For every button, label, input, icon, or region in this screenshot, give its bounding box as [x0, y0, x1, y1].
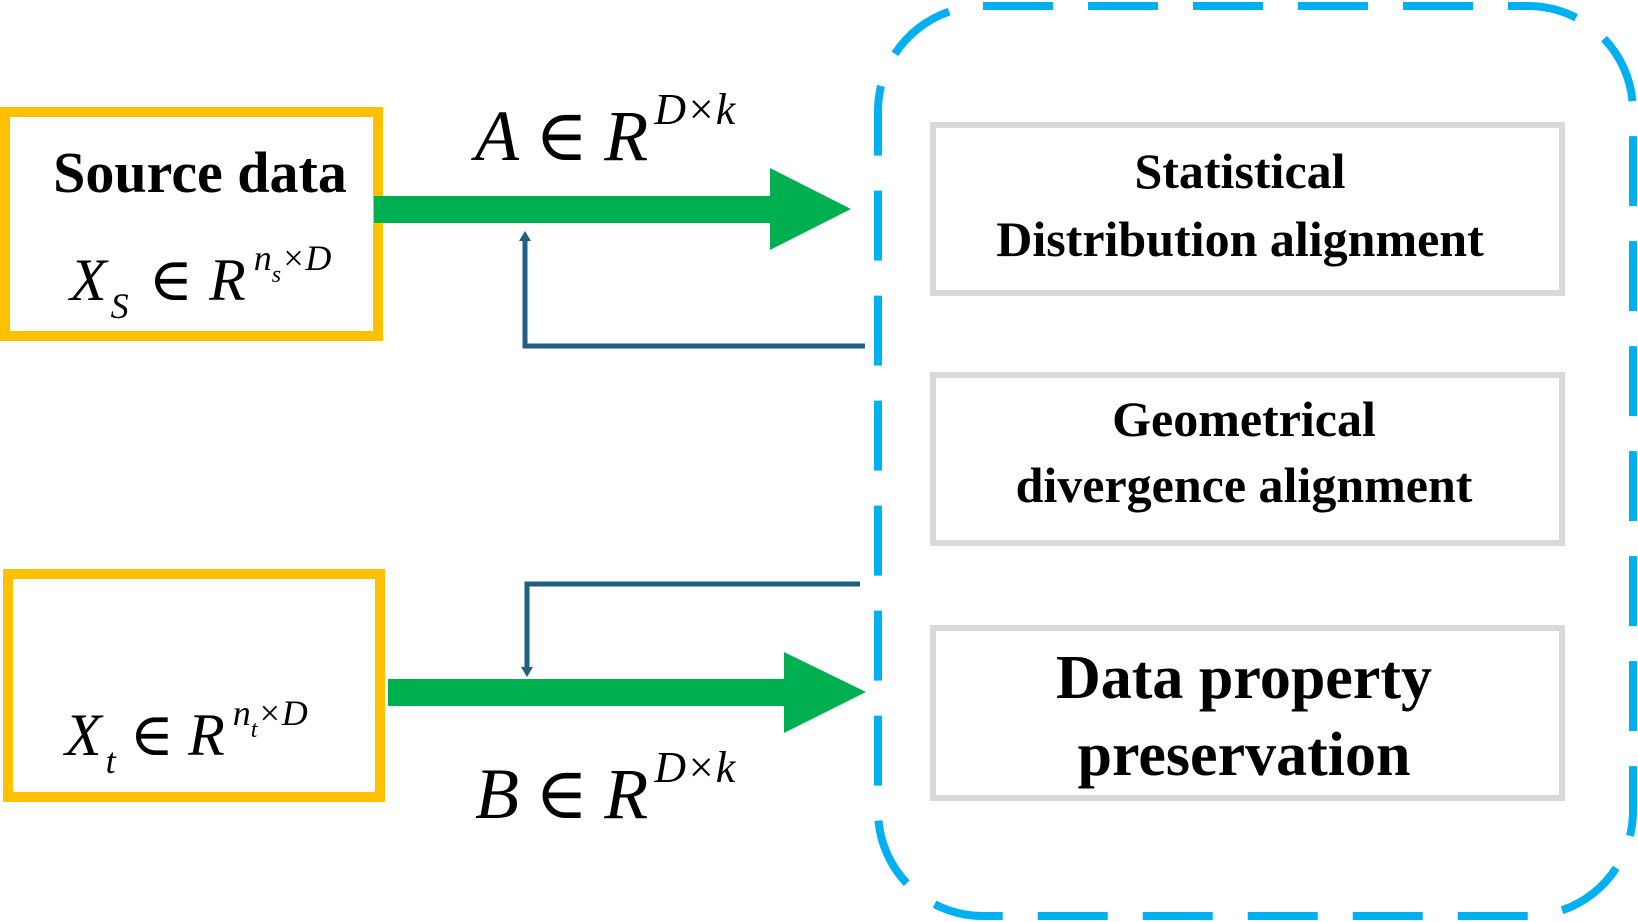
module-box-statistical	[930, 122, 1565, 296]
projection-b-arrow-shaft	[388, 679, 788, 706]
feedback-arrow-to-b	[521, 581, 860, 677]
source-data-title: Source data	[53, 140, 347, 205]
module-subtitle-geometrical: divergence alignment	[1016, 457, 1473, 513]
framework-container	[874, 2, 1637, 920]
module-subtitle-data-property: preservation	[1078, 721, 1411, 789]
projection-a-arrow-shaft	[374, 196, 774, 223]
module-subtitle-statistical: Distribution alignment	[996, 211, 1484, 267]
projection-a-arrow-head	[770, 168, 851, 250]
source-data-box	[0, 107, 383, 341]
module-title-data-property: Data property	[1056, 644, 1432, 712]
module-title-statistical: Statistical	[1134, 143, 1345, 199]
target-data-box	[3, 569, 385, 802]
projection-b-arrow-head	[784, 652, 866, 733]
module-box-data-property	[930, 625, 1565, 801]
module-box-geometrical	[930, 372, 1565, 546]
feedback-arrow-to-a	[519, 231, 865, 349]
module-title-geometrical: Geometrical	[1112, 391, 1376, 447]
